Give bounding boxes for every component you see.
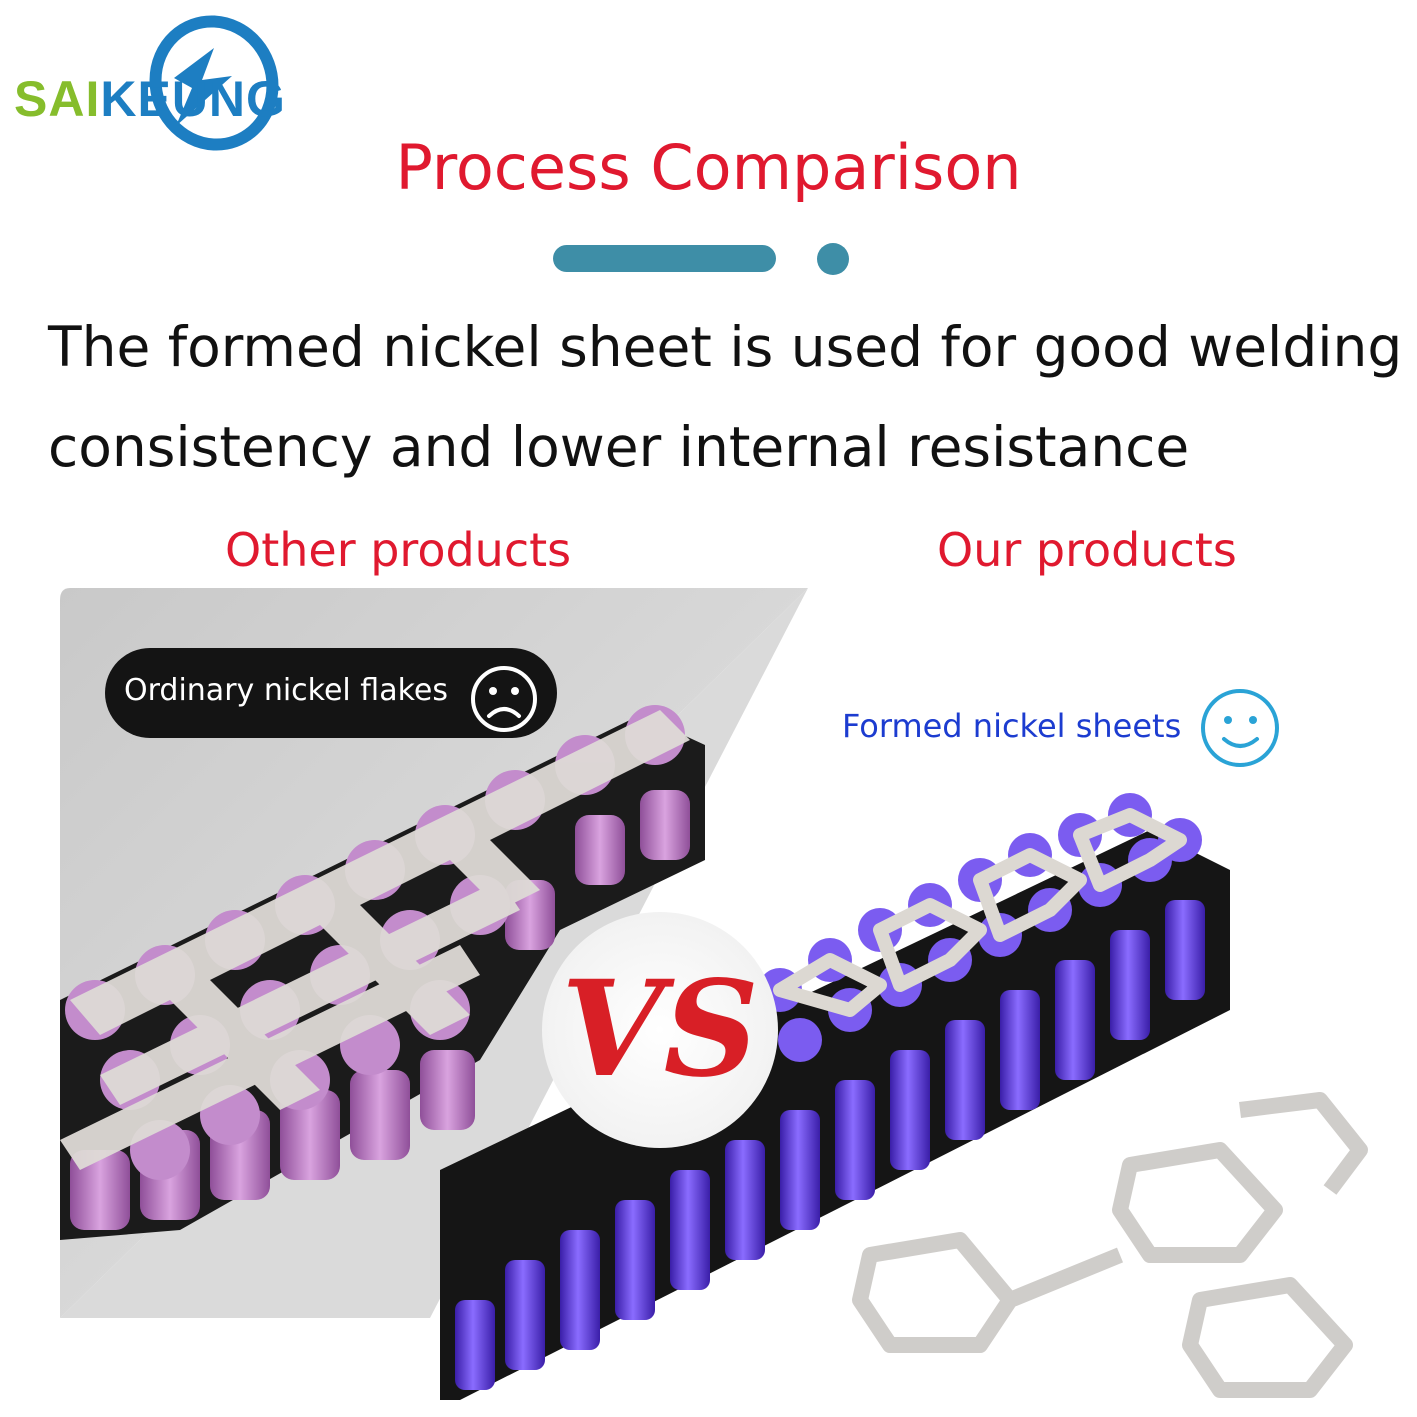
smiley-face-icon	[1201, 689, 1279, 767]
page-title: Process Comparison	[395, 131, 1022, 204]
brand-logo: SAIKEUNG	[6, 8, 376, 158]
description-line-1: The formed nickel sheet is used for good…	[48, 315, 1403, 379]
other-products-label: Other products	[225, 523, 572, 577]
ordinary-battery-pack	[60, 705, 705, 1240]
loose-nickel-sheets	[852, 1092, 1368, 1398]
sad-face-icon	[471, 666, 537, 732]
ordinary-flakes-label: Ordinary nickel flakes	[124, 673, 448, 708]
description-line-2: consistency and lower internal resistanc…	[48, 415, 1190, 479]
title-divider-bar	[553, 245, 776, 272]
battery-comparison-photo: VS	[60, 588, 1368, 1400]
title-divider-dot	[817, 243, 849, 275]
formed-sheets-label: Formed nickel sheets	[842, 707, 1182, 745]
vs-badge	[542, 912, 778, 1148]
logo-wordmark: SAIKEUNG	[14, 71, 286, 127]
vs-text: VS	[561, 952, 759, 1107]
formed-battery-pack	[440, 793, 1230, 1400]
logo-swoosh-icon	[149, 15, 279, 151]
our-products-label: Our products	[937, 523, 1237, 577]
